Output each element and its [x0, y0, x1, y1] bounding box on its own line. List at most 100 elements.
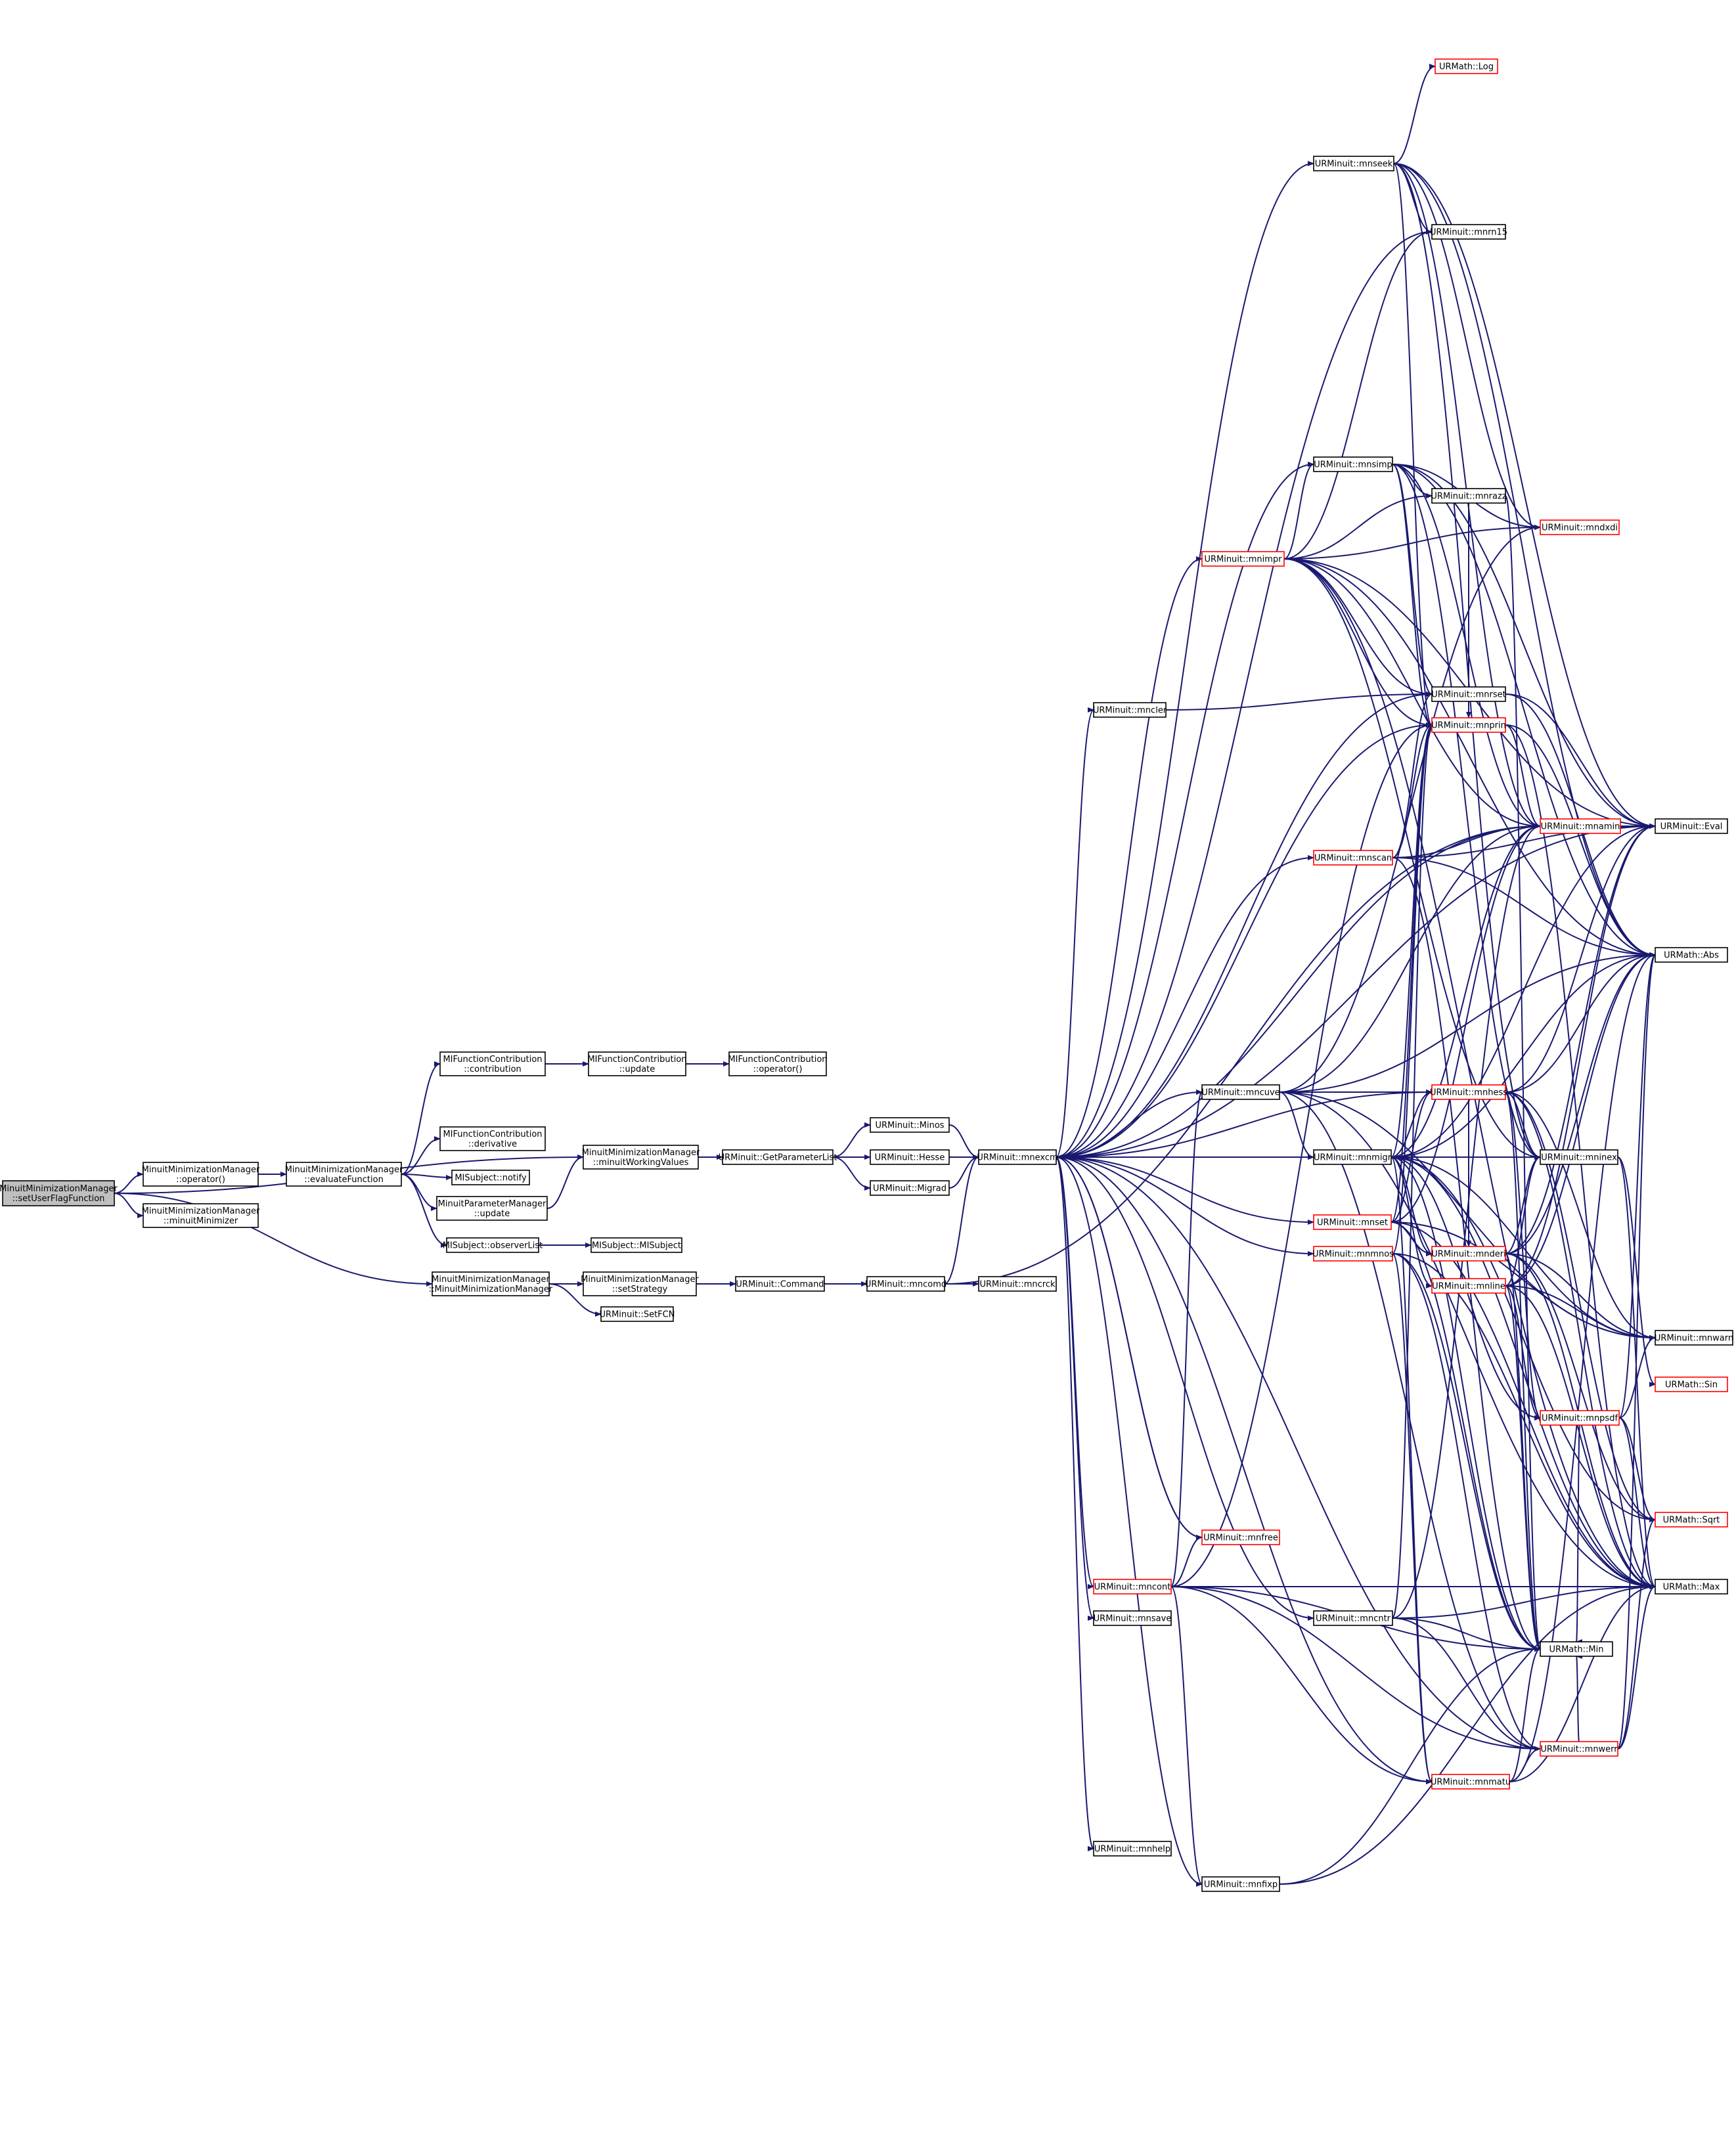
node-label: URMath::Sin — [1665, 1380, 1718, 1390]
node-mnamin[interactable]: URMinuit::mnamin — [1540, 818, 1621, 834]
node-migrad[interactable]: URMinuit::Migrad — [870, 1180, 950, 1196]
node-mnmigr[interactable]: URMinuit::mnmigr — [1313, 1149, 1392, 1165]
node-mnfree[interactable]: URMinuit::mnfree — [1201, 1529, 1280, 1545]
node-log[interactable]: URMath::Log — [1435, 58, 1498, 74]
node-box — [583, 1145, 699, 1170]
edge-mnsimp-to-mnamin — [1392, 464, 1541, 829]
node-mnmatu[interactable]: URMinuit::mnmatu — [1431, 1774, 1511, 1790]
node-mninex[interactable]: URMinuit::mninex — [1540, 1149, 1618, 1165]
edge-mncler-to-mnrset — [1165, 692, 1433, 711]
node-setfcn[interactable]: URMinuit::SetFCN — [600, 1306, 675, 1322]
node-fc_update[interactable]: MIFunctionContribution::update — [587, 1051, 687, 1076]
node-mncuve[interactable]: URMinuit::mncuve — [1201, 1084, 1280, 1100]
edge-mnline-to-mnpsdf — [1505, 1285, 1541, 1420]
node-evalf[interactable]: MinuitMinimizationManager::evaluateFunct… — [285, 1162, 403, 1187]
node-label: ::setStrategy — [612, 1285, 668, 1294]
node-fc_deriv[interactable]: MIFunctionContribution::derivative — [439, 1126, 546, 1151]
node-mnline[interactable]: URMinuit::mnline — [1431, 1278, 1506, 1294]
node-mnrn15[interactable]: URMinuit::mnrn15 — [1430, 224, 1507, 240]
node-box — [1313, 1610, 1393, 1626]
node-mnsave[interactable]: URMinuit::mnsave — [1093, 1610, 1172, 1626]
node-box — [870, 1180, 950, 1196]
node-mnsimp[interactable]: URMinuit::mnsimp — [1313, 456, 1393, 472]
edge-mnhess-to-max — [1505, 1091, 1656, 1589]
node-box — [1431, 1246, 1506, 1262]
node-label: ::minuitWorkingValues — [593, 1158, 689, 1168]
node-mncomd[interactable]: URMinuit::mncomd — [865, 1276, 946, 1292]
node-label: URMinuit::mnline — [1432, 1282, 1505, 1292]
node-setstrat[interactable]: MinuitMinimizationManager::setStrategy — [581, 1271, 699, 1296]
node-mnpsdf[interactable]: URMinuit::mnpsdf — [1540, 1410, 1620, 1426]
node-mncler[interactable]: URMinuit::mncler — [1093, 702, 1167, 718]
edge-mnhess-to-mnpsdf — [1505, 1091, 1541, 1420]
node-mnexcm[interactable]: URMinuit::mnexcm — [977, 1149, 1058, 1165]
node-mncntr[interactable]: URMinuit::mncntr — [1313, 1610, 1393, 1626]
node-mnfixp[interactable]: URMinuit::mnfixp — [1201, 1876, 1280, 1892]
node-command[interactable]: URMinuit::Command — [735, 1276, 825, 1292]
node-min[interactable]: URMath::Min — [1540, 1641, 1613, 1657]
node-notify[interactable]: MISubject::notify — [451, 1170, 530, 1185]
node-mnrset[interactable]: URMinuit::mnrset — [1431, 686, 1506, 702]
node-mnhess[interactable]: URMinuit::mnhess — [1430, 1084, 1507, 1100]
node-box — [1313, 1149, 1392, 1165]
node-box — [143, 1203, 259, 1228]
node-fc_op[interactable]: MIFunctionContribution::operator() — [728, 1051, 828, 1076]
node-hesse[interactable]: URMinuit::Hesse — [870, 1149, 950, 1165]
node-max[interactable]: URMath::Max — [1655, 1579, 1728, 1595]
node-eval[interactable]: URMinuit::Eval — [1655, 818, 1728, 834]
node-mnhelp[interactable]: URMinuit::mnhelp — [1093, 1841, 1172, 1857]
edge-mnmnos-to-mnprin — [1392, 722, 1433, 1254]
node-ctor[interactable]: MinuitMinimizationManager::MinuitMinimiz… — [429, 1271, 553, 1296]
node-mnwerr[interactable]: URMinuit::mnwerr — [1540, 1741, 1618, 1757]
node-mnset[interactable]: URMinuit::mnset — [1313, 1214, 1392, 1230]
node-op[interactable]: MinuitMinimizationManager::operator() — [142, 1162, 260, 1187]
edge-mnline-to-max — [1505, 1285, 1656, 1589]
node-fc_contrib[interactable]: MIFunctionContribution::contribution — [439, 1051, 546, 1076]
node-label: URMinuit::mninex — [1541, 1153, 1617, 1163]
node-mncont[interactable]: URMinuit::mncont — [1093, 1579, 1172, 1595]
node-obslist[interactable]: MISubject::observerList — [443, 1237, 543, 1253]
node-sin[interactable]: URMath::Sin — [1655, 1376, 1728, 1392]
node-label: ::evaluateFunction — [304, 1175, 384, 1185]
node-mnmnos[interactable]: URMinuit::mnmnos — [1312, 1246, 1394, 1262]
node-mncrck[interactable]: URMinuit::mncrck — [978, 1276, 1057, 1292]
node-label: URMinuit::mnpsdf — [1542, 1414, 1618, 1424]
node-mndxdi[interactable]: URMinuit::mndxdi — [1540, 519, 1620, 535]
node-mwv[interactable]: MinuitMinimizationManager::minuitWorking… — [582, 1145, 700, 1170]
edge-mnfree-to-mnexcm — [1056, 1155, 1203, 1538]
edge-mnmnos-to-mnwerr — [1392, 1253, 1541, 1751]
node-mnimpr[interactable]: URMinuit::mnimpr — [1201, 551, 1285, 567]
edge-mnsimp-to-eval — [1392, 464, 1656, 829]
node-pm_update[interactable]: MinuitParameterManager::update — [436, 1196, 548, 1221]
node-minos[interactable]: URMinuit::Minos — [870, 1117, 950, 1133]
node-box — [2, 1180, 115, 1206]
node-sqrt[interactable]: URMath::Sqrt — [1655, 1512, 1728, 1528]
node-mnrazz[interactable]: URMinuit::mnrazz — [1431, 488, 1507, 504]
node-label: URMinuit::GetParameterList — [719, 1153, 837, 1163]
node-box — [1540, 818, 1621, 834]
edge-mnexcm-to-mnhelp — [1056, 1156, 1094, 1851]
node-label: ::operator() — [176, 1175, 225, 1185]
node-mnseek[interactable]: URMinuit::mnseek — [1313, 156, 1394, 171]
edge-mnexcm-to-mnwerr — [1056, 1156, 1541, 1751]
node-label: URMinuit::mncont — [1094, 1583, 1171, 1593]
node-box — [1431, 1084, 1506, 1100]
node-misubj[interactable]: MISubject::MISubject — [590, 1237, 682, 1253]
node-box — [870, 1117, 950, 1133]
edge-mnmigr-to-mnamin — [1391, 824, 1541, 1158]
edge-mnset-to-mnwarn — [1391, 1221, 1656, 1340]
node-mnwarn[interactable]: URMinuit::mnwarn — [1655, 1330, 1733, 1346]
node-label: URMath::Max — [1663, 1583, 1720, 1593]
node-mmin[interactable]: MinuitMinimizationManager::minuitMinimiz… — [142, 1203, 260, 1228]
node-root[interactable]: MinuitMinimizationManager::setUserFlagFu… — [0, 1180, 118, 1206]
edge-mnexcm-to-mnmatu — [1056, 1156, 1433, 1784]
node-mnscan[interactable]: URMinuit::mnscan — [1313, 850, 1393, 866]
node-abs[interactable]: URMath::Abs — [1655, 947, 1728, 963]
node-getparl[interactable]: URMinuit::GetParameterList — [719, 1149, 837, 1165]
edge-mnmigr-to-mnwarn — [1391, 1156, 1656, 1340]
node-mnprin[interactable]: URMinuit::mnprin — [1431, 717, 1506, 733]
node-mnderi[interactable]: URMinuit::mnderi — [1431, 1246, 1506, 1262]
edge-mnexcm-to-mnset — [1056, 1156, 1314, 1225]
node-label: URMinuit::mnfixp — [1204, 1880, 1278, 1890]
node-box — [432, 1271, 550, 1296]
